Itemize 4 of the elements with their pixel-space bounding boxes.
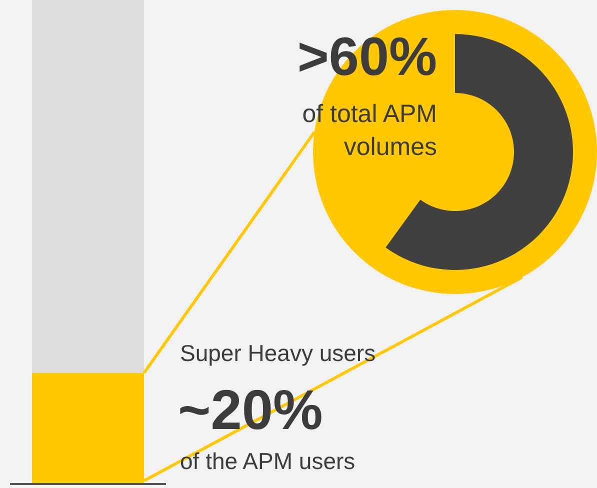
caption-text: Super Heavy users <box>180 340 376 366</box>
connector-line <box>142 131 316 374</box>
bar-segment <box>32 373 144 483</box>
connector-line <box>143 276 523 482</box>
